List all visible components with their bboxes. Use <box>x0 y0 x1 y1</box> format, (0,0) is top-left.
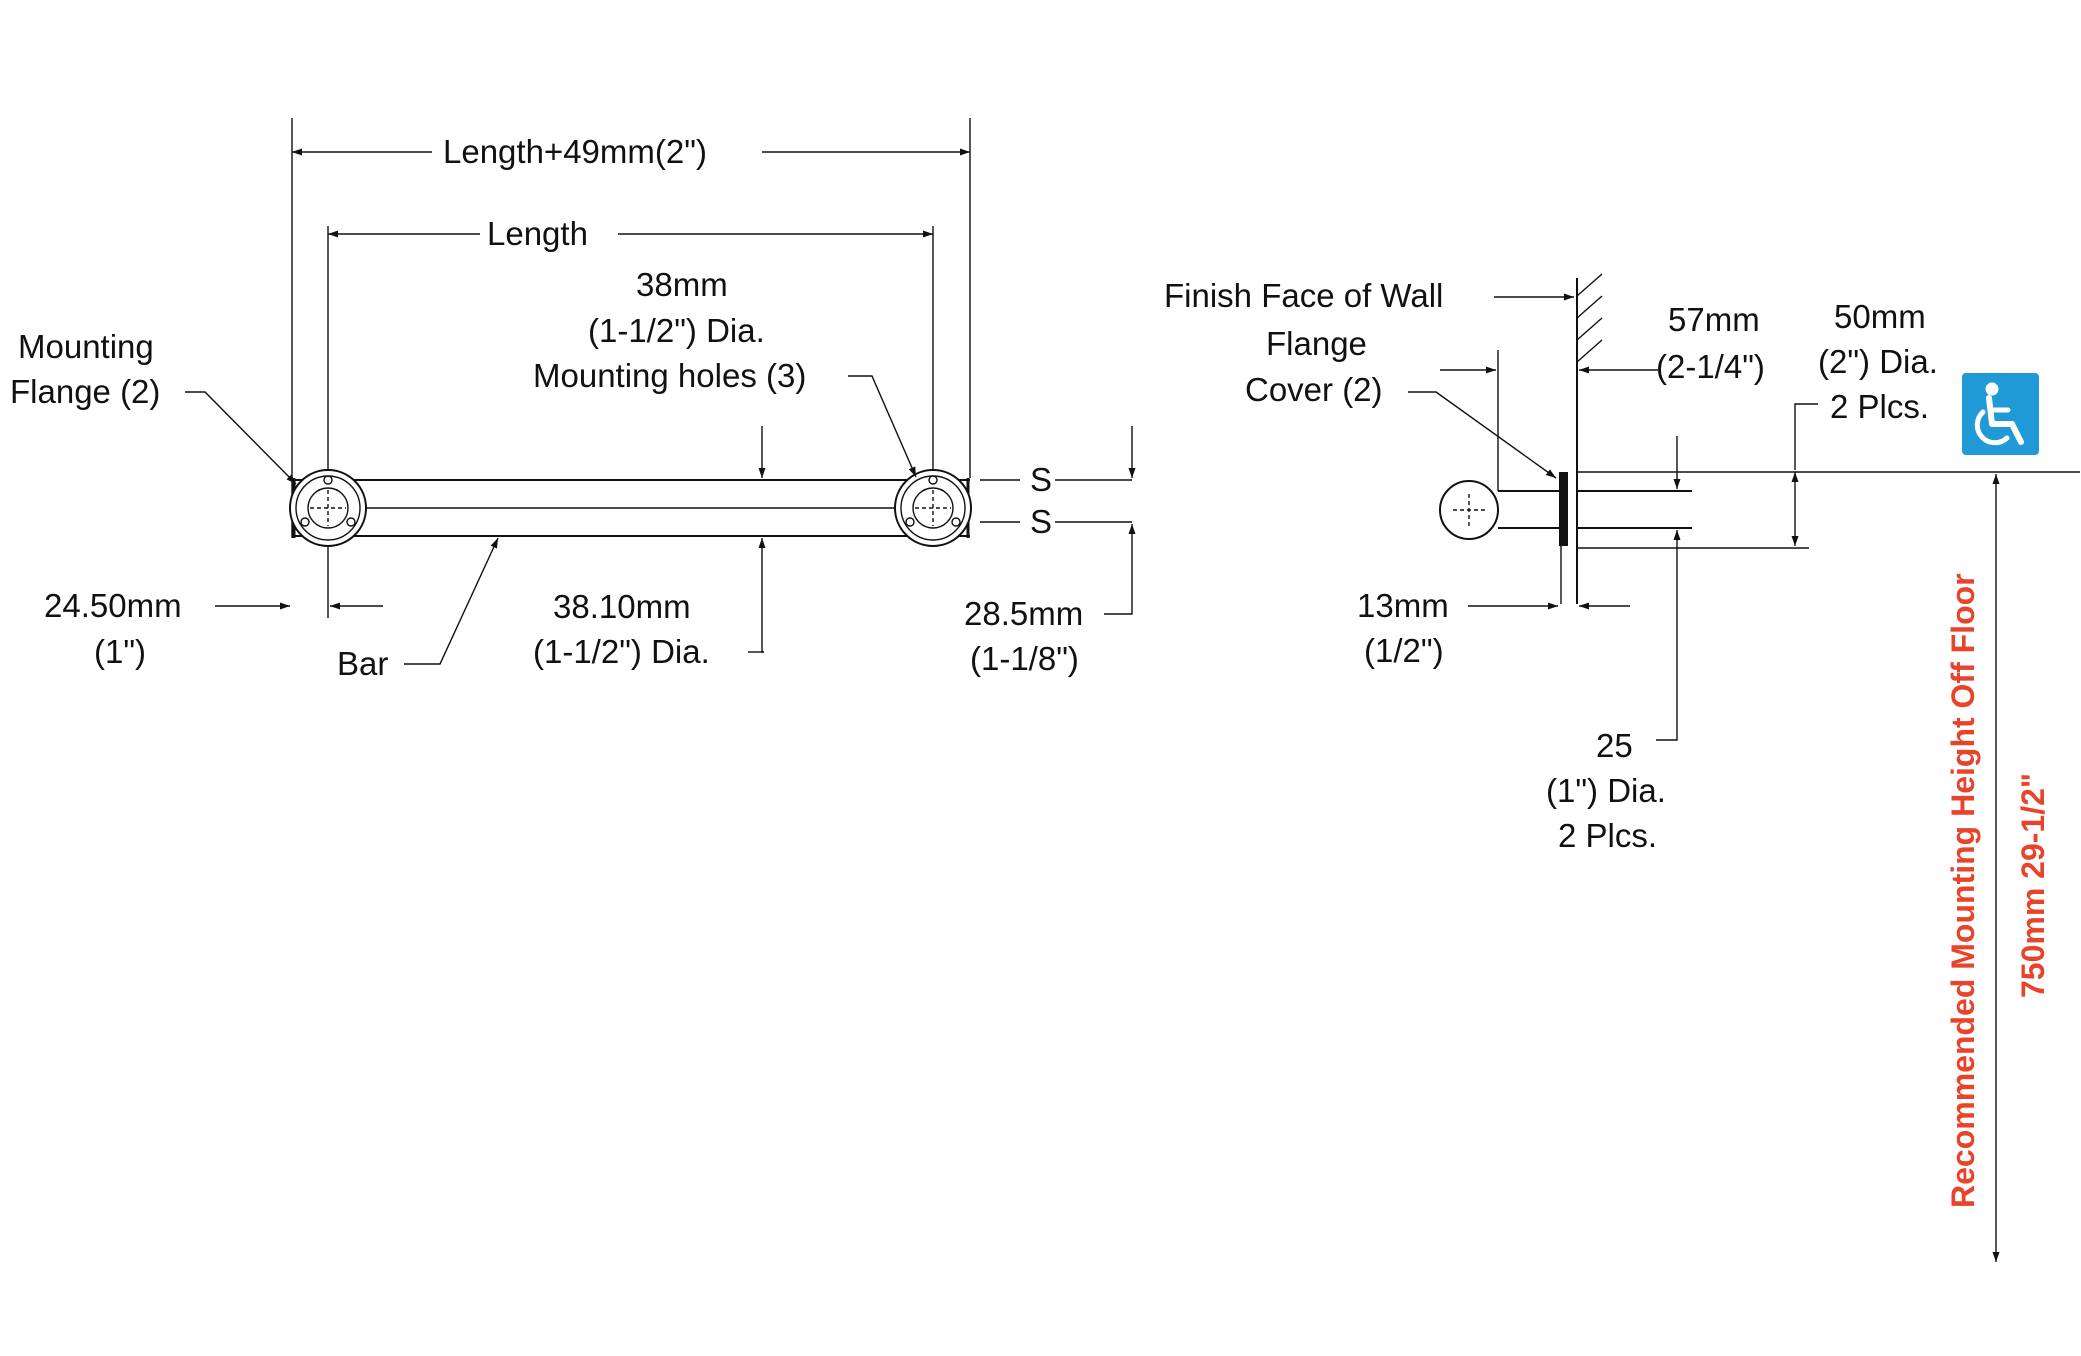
flange-cover-label-2: Cover (2) <box>1245 371 1383 408</box>
grab-bar <box>292 478 970 538</box>
post-dia-places: 2 Plcs. <box>1558 817 1657 854</box>
projection-mm: 57mm <box>1668 301 1760 338</box>
bar-dia-in: (1-1/2") Dia. <box>533 633 710 670</box>
side-view: Finish Face of Wall Flange Cover (2) 57m… <box>1164 273 2080 1262</box>
mounting-flange-left <box>289 469 367 547</box>
s-bottom-label: S <box>1030 503 1052 540</box>
bar-label: Bar <box>337 645 388 682</box>
flange-dia-in: (2") Dia. <box>1818 343 1938 380</box>
front-view: Length+49mm(2") Length 38mm (1-1/2") Dia… <box>10 118 1136 682</box>
mounting-flange-right <box>894 469 972 547</box>
flange-cover <box>1561 472 1568 546</box>
cover-thickness-mm: 13mm <box>1357 587 1449 624</box>
mounting-height-value: 750mm 29-1/2" <box>2015 773 2051 998</box>
wheelchair-icon <box>1962 373 2039 455</box>
cover-thickness-in: (1/2") <box>1364 632 1444 669</box>
depth-mm-label: 28.5mm <box>964 595 1083 632</box>
offset-mm-label: 24.50mm <box>44 587 182 624</box>
offset-in-label: (1") <box>94 633 146 670</box>
length-label: Length <box>487 215 588 252</box>
wall-label: Finish Face of Wall <box>1164 277 1443 314</box>
post-dia-in: (1") Dia. <box>1546 772 1666 809</box>
mounting-height-label: Recommended Mounting Height Off Floor <box>1945 573 1981 1208</box>
projection-in: (2-1/4") <box>1656 348 1765 385</box>
hole-dia-in: (1-1/2") Dia. <box>588 312 765 349</box>
s-top-label: S <box>1030 461 1052 498</box>
flange-dia-places: 2 Plcs. <box>1830 388 1929 425</box>
hole-dia-mm: 38mm <box>636 266 728 303</box>
depth-in-label: (1-1/8") <box>970 640 1079 677</box>
bar-dia-mm: 38.10mm <box>553 588 691 625</box>
flange-cover-label-1: Flange <box>1266 325 1367 362</box>
mounting-flange-label-2: Flange (2) <box>10 373 160 410</box>
wall <box>1576 273 1603 604</box>
overall-length-label: Length+49mm(2") <box>443 133 707 170</box>
mounting-holes-label: Mounting holes (3) <box>533 357 806 394</box>
flange-dia-mm: 50mm <box>1834 298 1926 335</box>
mounting-flange-label-1: Mounting <box>18 328 154 365</box>
post-dia-mm: 25 <box>1596 727 1633 764</box>
